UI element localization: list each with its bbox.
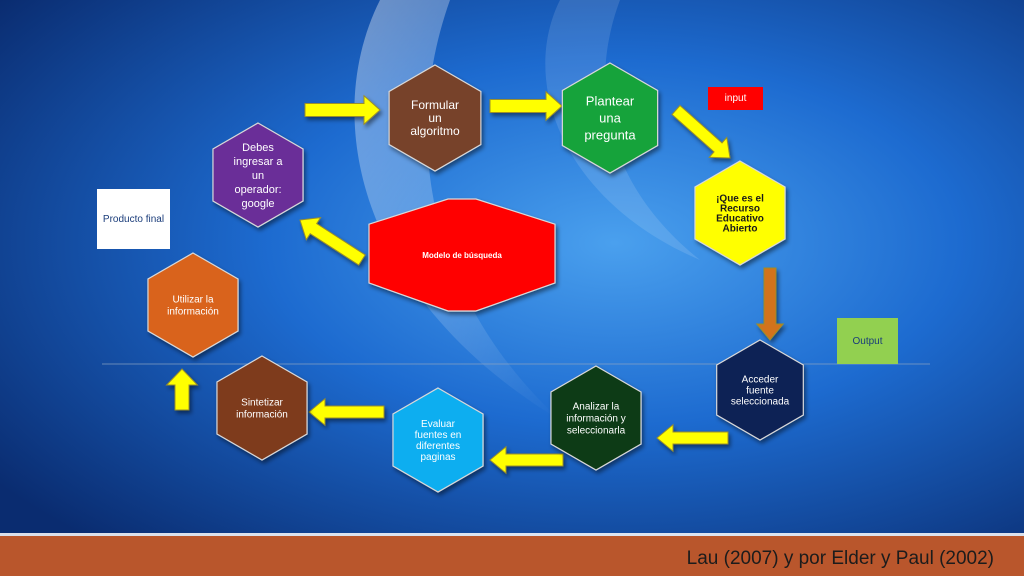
step-label-line: Abierto xyxy=(723,224,758,235)
arrow-to-analizar xyxy=(656,423,729,453)
step-label-line: pregunta xyxy=(584,128,636,143)
step-label-line: una xyxy=(599,111,621,126)
input-label-box: input xyxy=(708,87,763,110)
hexagon-shape xyxy=(216,355,308,461)
step-label-line: ingresar a xyxy=(234,156,284,168)
footer-divider xyxy=(0,533,1024,536)
step-label-line: información y xyxy=(566,414,625,425)
step-label-line: Formular xyxy=(411,98,459,112)
step-label-line: fuentes en xyxy=(415,430,462,441)
step-label-line: Analizar la xyxy=(573,402,620,413)
step-label-line: paginas xyxy=(420,452,455,463)
input-label: input xyxy=(724,93,747,104)
hexagon-shape xyxy=(561,62,659,174)
product-final-box: Producto final xyxy=(97,189,170,249)
output-label-box: Output xyxy=(837,318,898,364)
step-label-line: algoritmo xyxy=(410,124,460,138)
hexagon-shape xyxy=(368,198,556,312)
hexagon-shape xyxy=(694,160,786,266)
step-label-line: ¡Que es el xyxy=(716,194,764,205)
step-label-line: Plantear xyxy=(586,94,635,109)
output-label: Output xyxy=(852,335,883,347)
arrow-to-utilizar xyxy=(165,368,199,411)
step-label-line: Sintetizar xyxy=(241,398,283,409)
step-label-line: información xyxy=(236,410,288,421)
step-label-line: diferentes xyxy=(416,441,460,452)
step-plantear: Plantear una pregunta xyxy=(561,62,659,174)
step-label-line: operador: xyxy=(234,184,281,196)
search-model-diagram: FormularunalgoritmoPlantearunapregunta¡Q… xyxy=(147,62,804,493)
step-label-line: Educativo xyxy=(716,214,764,225)
hexagon-shape xyxy=(388,64,482,172)
step-label-line: Modelo de búsqueda xyxy=(422,251,502,260)
process-steps: FormularunalgoritmoPlantearunapregunta¡Q… xyxy=(147,62,804,493)
step-label-line: Recurso xyxy=(720,204,760,215)
arrow-to-que-es xyxy=(671,104,731,159)
step-label-line: Utilizar la xyxy=(172,295,214,306)
arrow-to-plantear xyxy=(489,90,563,122)
step-label-line: seleccionarla xyxy=(567,426,626,437)
hexagon-shape xyxy=(147,252,239,358)
step-label-line: un xyxy=(252,170,264,182)
step-label-line: Acceder xyxy=(742,375,779,386)
step-label-line: seleccionada xyxy=(731,397,790,408)
product-final-label: Producto final xyxy=(102,213,165,225)
hexagon-shape xyxy=(392,387,484,493)
step-label-line: un xyxy=(428,111,441,125)
flow-arrows xyxy=(165,90,785,475)
step-label-line: fuente xyxy=(746,386,774,397)
step-label-line: Debes xyxy=(242,142,274,154)
arrow-to-formular xyxy=(304,94,381,126)
footer-bar xyxy=(0,536,1024,576)
step-label-line: google xyxy=(241,198,274,210)
citation-text: Lau (2007) y por Elder y Paul (2002) xyxy=(686,548,994,569)
step-modelo: Modelo de búsqueda xyxy=(368,198,556,312)
arrow-to-sintetizar xyxy=(308,397,385,427)
arrow-to-debes xyxy=(299,216,366,266)
step-debes: Debes ingresar a un operador: google xyxy=(212,122,304,228)
hexagon-shape xyxy=(212,122,304,228)
hexagon-shape xyxy=(716,339,804,441)
arrow-to-acceder xyxy=(755,267,785,341)
arrow-to-evaluar xyxy=(489,445,564,475)
step-label-line: información xyxy=(167,307,219,318)
hexagon-shape xyxy=(550,365,642,471)
step-label-line: Evaluar xyxy=(421,419,456,430)
